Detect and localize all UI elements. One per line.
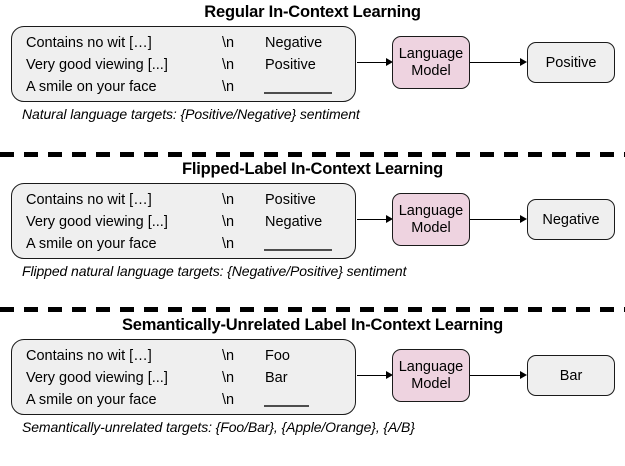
prompt-label: Positive (265, 192, 316, 208)
arrow-shaft (470, 61, 521, 64)
newline-token: \n (222, 370, 235, 386)
prompt-row: Very good viewing [...] \n Negative (26, 211, 356, 233)
prompt-label: Foo (265, 348, 290, 364)
newline-token: \n (222, 57, 235, 73)
language-model-box: Language Model (392, 193, 470, 246)
output-box: Negative (527, 199, 615, 240)
answer-blank-underline (264, 405, 309, 407)
arrow-head-icon (520, 371, 527, 379)
panel-regular-icl: Regular In-Context Learning Contains no … (0, 0, 625, 152)
prompt-rows: Contains no wit […] \n Foo Very good vie… (26, 345, 356, 411)
panel-caption: Flipped natural language targets: {Negat… (22, 263, 407, 279)
output-label: Negative (542, 211, 600, 228)
prompt-input-text: Contains no wit […] (26, 348, 152, 364)
arrow-head-icon (386, 58, 393, 66)
arrow-shaft (357, 374, 387, 377)
prompt-input-text: Very good viewing [...] (26, 370, 168, 386)
prompt-input-text: A smile on your face (26, 79, 157, 95)
arrow-prompt-to-model (357, 371, 393, 380)
prompt-row: Contains no wit […] \n Positive (26, 189, 356, 211)
prompt-rows: Contains no wit […] \n Negative Very goo… (26, 32, 356, 98)
prompt-input-text: Very good viewing [...] (26, 214, 168, 230)
arrow-model-to-output (470, 215, 528, 224)
panel-flipped-label-icl: Flipped-Label In-Context Learning Contai… (0, 157, 625, 309)
prompt-input-text: Contains no wit […] (26, 192, 152, 208)
output-label: Bar (559, 367, 583, 384)
model-label-line2: Model (411, 375, 451, 392)
arrow-head-icon (520, 58, 527, 66)
panel-caption: Semantically-unrelated targets: {Foo/Bar… (22, 419, 415, 435)
prompt-row: Contains no wit […] \n Negative (26, 32, 356, 54)
arrow-head-icon (520, 215, 527, 223)
prompt-box: Contains no wit […] \n Negative Very goo… (11, 26, 356, 102)
answer-blank-underline (264, 92, 332, 94)
arrow-head-icon (386, 371, 393, 379)
prompt-input-text: A smile on your face (26, 236, 157, 252)
arrow-model-to-output (470, 371, 528, 380)
model-label-line1: Language (398, 358, 464, 375)
model-label-line1: Language (398, 45, 464, 62)
prompt-row: A smile on your face \n (26, 233, 356, 255)
prompt-label: Negative (265, 35, 323, 51)
prompt-row: A smile on your face \n (26, 389, 356, 411)
prompt-box: Contains no wit […] \n Positive Very goo… (11, 183, 356, 259)
prompt-row: Very good viewing [...] \n Positive (26, 54, 356, 76)
model-label-line2: Model (411, 219, 451, 236)
newline-token: \n (222, 348, 235, 364)
prompt-input-text: Contains no wit […] (26, 35, 152, 51)
newline-token: \n (222, 214, 235, 230)
language-model-box: Language Model (392, 349, 470, 402)
panel-title: Semantically-Unrelated Label In-Context … (122, 316, 503, 334)
model-label-line2: Model (411, 62, 451, 79)
prompt-label: Negative (265, 214, 323, 230)
prompt-input-text: Very good viewing [...] (26, 57, 168, 73)
arrow-prompt-to-model (357, 215, 393, 224)
arrow-head-icon (386, 215, 393, 223)
dashed-divider (0, 152, 625, 157)
dashed-divider (0, 307, 625, 312)
output-label: Positive (545, 54, 597, 71)
prompt-input-text: A smile on your face (26, 392, 157, 408)
prompt-label: Positive (265, 57, 316, 73)
output-box: Bar (527, 355, 615, 396)
prompt-rows: Contains no wit […] \n Positive Very goo… (26, 189, 356, 255)
newline-token: \n (222, 35, 235, 51)
newline-token: \n (222, 236, 235, 252)
arrow-shaft (357, 61, 387, 64)
newline-token: \n (222, 192, 235, 208)
language-model-box: Language Model (392, 36, 470, 89)
arrow-shaft (470, 374, 521, 377)
prompt-row: Contains no wit […] \n Foo (26, 345, 356, 367)
prompt-box: Contains no wit […] \n Foo Very good vie… (11, 339, 356, 415)
prompt-row: A smile on your face \n (26, 76, 356, 98)
panel-title: Regular In-Context Learning (204, 3, 421, 21)
panel-title: Flipped-Label In-Context Learning (181, 160, 444, 178)
output-box: Positive (527, 42, 615, 83)
arrow-model-to-output (470, 58, 528, 67)
prompt-label: Bar (265, 370, 288, 386)
arrow-prompt-to-model (357, 58, 393, 67)
prompt-row: Very good viewing [...] \n Bar (26, 367, 356, 389)
answer-blank-underline (264, 249, 332, 251)
panel-semantically-unrelated-icl: Semantically-Unrelated Label In-Context … (0, 313, 625, 466)
panel-caption: Natural language targets: {Positive/Nega… (22, 106, 360, 122)
newline-token: \n (222, 79, 235, 95)
model-label-line1: Language (398, 202, 464, 219)
arrow-shaft (470, 218, 521, 221)
newline-token: \n (222, 392, 235, 408)
arrow-shaft (357, 218, 387, 221)
